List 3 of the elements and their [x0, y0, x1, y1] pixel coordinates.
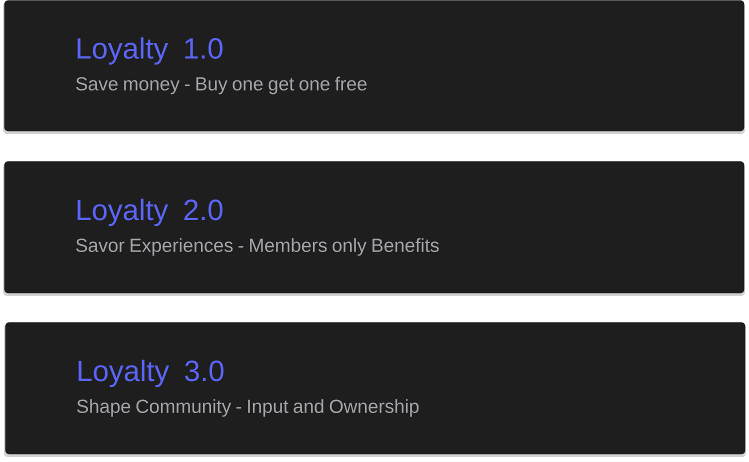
card: Loyalty 1.0 Save money - Buy one get one free	[3, 0, 745, 134]
card: Loyalty 3.0 Shape Community - Input and Ownership	[4, 322, 746, 457]
card: Loyalty 2.0 Savor Experiences - Members only Benefits	[3, 161, 745, 296]
